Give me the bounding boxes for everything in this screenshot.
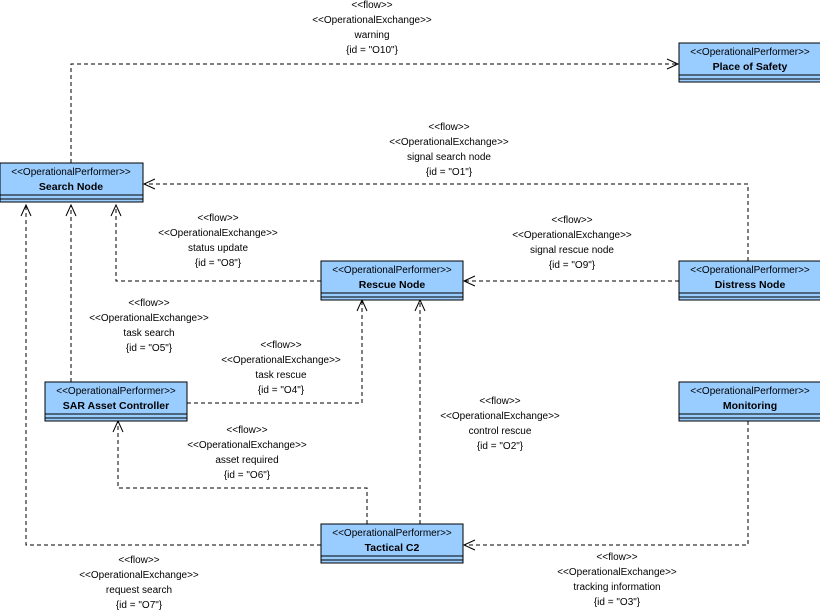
flow-label-o8: <<flow>> <<OperationalExchange>> status …: [158, 213, 278, 269]
flow-label-o10: <<flow>> <<OperationalExchange>> warning…: [312, 0, 432, 56]
node-place-of-safety[interactable]: <<OperationalPerformer>> Place of Safety: [678, 42, 820, 83]
flow-stereotype: <<flow>>: [551, 215, 592, 226]
flow-id: {id = "O3"}: [594, 597, 641, 608]
flow-stereotype: <<OperationalExchange>>: [440, 411, 560, 422]
flow-o2-connector[interactable]: [414, 298, 426, 524]
flow-o8-connector[interactable]: [110, 203, 321, 282]
node-name: Rescue Node: [359, 279, 426, 291]
flow-label-o1: <<flow>> <<OperationalExchange>> signal …: [389, 122, 509, 178]
flow-id: {id = "O8"}: [195, 258, 242, 269]
flow-o5-connector[interactable]: [65, 203, 77, 382]
flow-o1-connector[interactable]: [142, 178, 749, 261]
flow-id: {id = "O9"}: [549, 260, 596, 271]
flow-stereotype: <<flow>>: [428, 122, 469, 133]
flow-stereotype: <<flow>>: [128, 298, 169, 309]
node-distress-node[interactable]: <<OperationalPerformer>> Distress Node: [678, 260, 820, 301]
node-name: Tactical C2: [365, 542, 420, 554]
flow-label-o4: <<flow>> <<OperationalExchange>> task re…: [221, 340, 341, 396]
flow-stereotype: <<OperationalExchange>>: [89, 313, 209, 324]
flow-name: status update: [188, 243, 248, 254]
flow-stereotype: <<OperationalExchange>>: [79, 570, 199, 581]
node-stereotype: <<OperationalPerformer>>: [332, 265, 452, 276]
flow-stereotype: <<flow>>: [226, 425, 267, 436]
flow-name: signal search node: [407, 152, 491, 163]
node-stereotype: <<OperationalPerformer>>: [690, 47, 810, 58]
arrowhead-icon: [462, 275, 476, 287]
node-sar-asset-controller[interactable]: <<OperationalPerformer>> SAR Asset Contr…: [44, 381, 188, 422]
flow-id: {id = "O2"}: [477, 441, 524, 452]
flow-stereotype: <<OperationalExchange>>: [158, 228, 278, 239]
flow-stereotype: <<flow>>: [197, 213, 238, 224]
flow-id: {id = "O10"}: [346, 45, 399, 56]
flow-label-o5: <<flow>> <<OperationalExchange>> task se…: [89, 298, 209, 354]
node-name: Place of Safety: [713, 61, 788, 73]
flow-name: request search: [106, 585, 172, 596]
flow-stereotype: <<OperationalExchange>>: [557, 567, 677, 578]
node-monitoring[interactable]: <<OperationalPerformer>> Monitoring: [678, 381, 820, 422]
flow-o9-connector[interactable]: [462, 275, 679, 287]
flow-name: asset required: [215, 455, 278, 466]
arrowhead-icon: [666, 58, 680, 70]
flow-label-o3: <<flow>> <<OperationalExchange>> trackin…: [557, 552, 677, 608]
arrowhead-icon: [20, 203, 32, 217]
flow-stereotype: <<flow>>: [351, 0, 392, 11]
flow-label-o9: <<flow>> <<OperationalExchange>> signal …: [512, 215, 632, 271]
node-stereotype: <<OperationalPerformer>>: [11, 167, 131, 178]
flow-label-o2: <<flow>> <<OperationalExchange>> control…: [440, 396, 560, 452]
node-stereotype: <<OperationalPerformer>>: [56, 386, 176, 397]
flow-stereotype: <<OperationalExchange>>: [187, 440, 307, 451]
node-stereotype: <<OperationalPerformer>>: [690, 386, 810, 397]
flow-o3-connector[interactable]: [462, 421, 749, 551]
flow-id: {id = "O4"}: [258, 385, 305, 396]
flow-stereotype: <<OperationalExchange>>: [312, 15, 432, 26]
flow-id: {id = "O5"}: [126, 343, 173, 354]
flow-o10-connector[interactable]: [70, 58, 680, 163]
flow-stereotype: <<flow>>: [118, 555, 159, 566]
flow-id: {id = "O1"}: [426, 167, 473, 178]
arrowhead-icon: [462, 539, 476, 551]
node-name: Monitoring: [723, 400, 777, 412]
flow-label-o7: <<flow>> <<OperationalExchange>> request…: [79, 555, 199, 611]
node-name: SAR Asset Controller: [63, 400, 169, 412]
flow-name: warning: [353, 30, 389, 41]
node-rescue-node[interactable]: <<OperationalPerformer>> Rescue Node: [320, 260, 464, 301]
flow-stereotype: <<flow>>: [479, 396, 520, 407]
flow-label-o6: <<flow>> <<OperationalExchange>> asset r…: [187, 425, 307, 481]
node-name: Distress Node: [715, 279, 786, 291]
flow-id: {id = "O7"}: [116, 600, 163, 611]
arrowhead-icon: [110, 203, 122, 217]
node-tactical-c2[interactable]: <<OperationalPerformer>> Tactical C2: [320, 523, 464, 564]
arrowhead-icon: [142, 178, 156, 190]
node-name: Search Node: [39, 181, 103, 193]
flow-stereotype: <<OperationalExchange>>: [512, 230, 632, 241]
flow-name: control rescue: [469, 426, 532, 437]
flow-id: {id = "O6"}: [224, 470, 271, 481]
flow-stereotype: <<flow>>: [260, 340, 301, 351]
flow-name: tracking information: [573, 582, 660, 593]
flow-stereotype: <<flow>>: [596, 552, 637, 563]
node-stereotype: <<OperationalPerformer>>: [690, 265, 810, 276]
node-search-node[interactable]: <<OperationalPerformer>> Search Node: [0, 162, 144, 203]
flow-name: task search: [123, 328, 174, 339]
flow-stereotype: <<OperationalExchange>>: [389, 137, 509, 148]
flow-stereotype: <<OperationalExchange>>: [221, 355, 341, 366]
node-stereotype: <<OperationalPerformer>>: [332, 528, 452, 539]
flow-o7-connector[interactable]: [20, 203, 321, 546]
arrowhead-icon: [65, 203, 77, 217]
flow-name: task rescue: [255, 370, 307, 381]
flow-name: signal rescue node: [530, 245, 614, 256]
